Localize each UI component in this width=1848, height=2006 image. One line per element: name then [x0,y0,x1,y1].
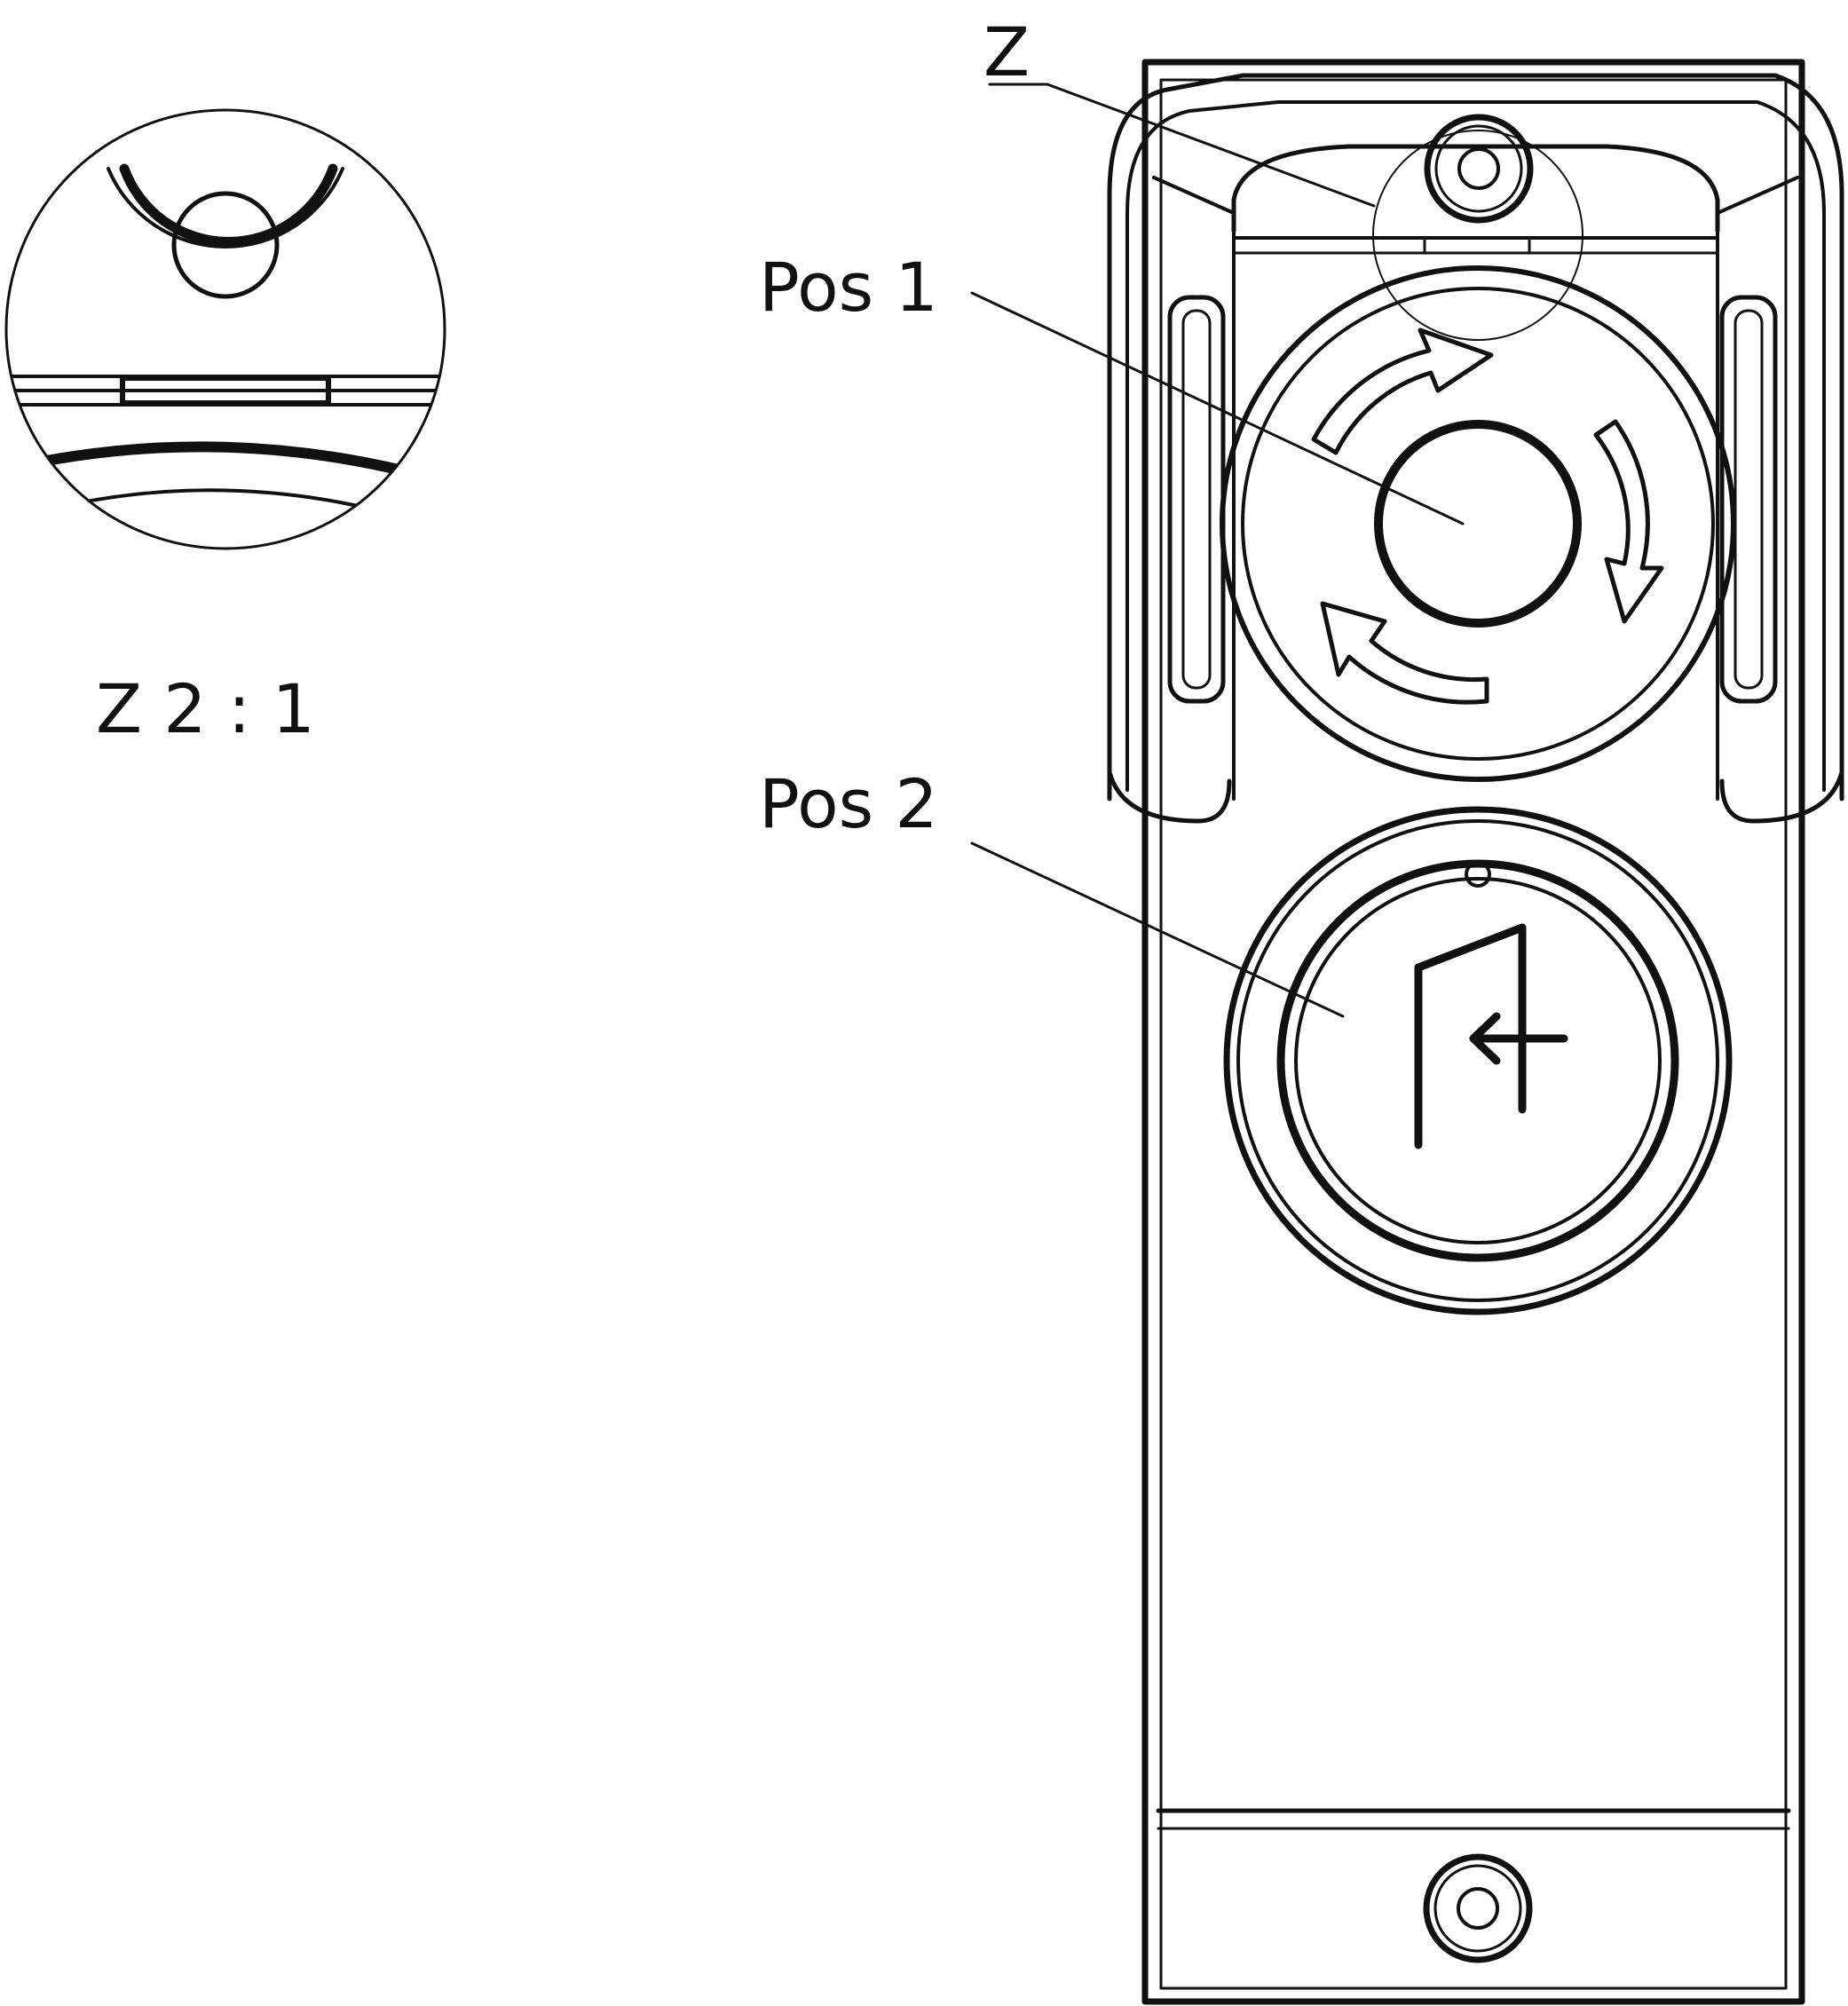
leader-pos2 [970,841,1345,1018]
rotate-arrow-icon [1311,328,1494,455]
rotate-arrow-icon [1320,601,1489,705]
label-z: Z [983,12,1030,91]
rotate-arrow-icon [1593,419,1664,624]
leader-z [1046,83,1376,208]
bottom-screw-icon [1423,1853,1533,1963]
top-screw-icon [1424,114,1534,224]
leader-pos1 [970,291,1465,525]
reset-button [1223,806,1733,1315]
switch-housing [1141,59,1805,2005]
detail-caption: Z 2 : 1 [96,669,315,748]
door-release-icon [1414,923,1568,1149]
emergency-stop-button [1220,265,1736,782]
detail-view-z [4,108,446,550]
screw-torx-icon [171,191,280,299]
label-pos1: Pos 1 [759,248,938,327]
detail-marker-circle [1372,130,1583,341]
label-pos2: Pos 2 [759,764,938,843]
guard-bracket [1107,73,1844,824]
